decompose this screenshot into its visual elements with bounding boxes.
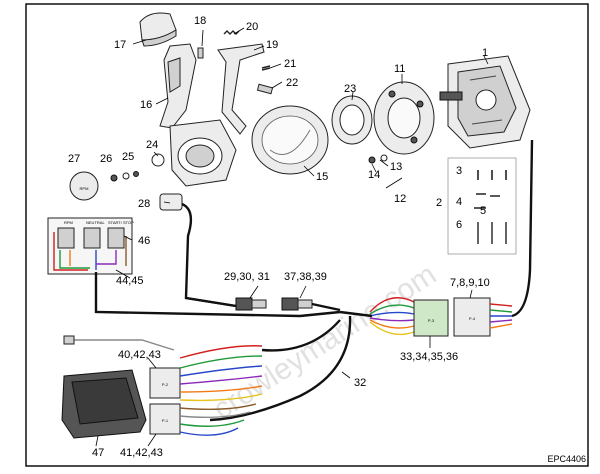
callout-24: 24 (146, 139, 158, 151)
callout-18: 18 (194, 15, 206, 27)
fastener-group (447, 157, 517, 255)
svg-text:P-1: P-1 (162, 418, 169, 423)
callout-3: 3 (456, 165, 462, 177)
connector-p3: P-3 (413, 299, 449, 337)
watermark: crowleymarine.com (207, 258, 442, 426)
bracket (217, 43, 265, 135)
callout-29-31: 29,30, 31 (224, 271, 270, 283)
svg-text:NEUTRAL: NEUTRAL (86, 220, 105, 225)
callout-2: 2 (436, 197, 442, 209)
ecu-wire-fan (179, 319, 341, 436)
svg-text:P-2: P-2 (162, 382, 169, 387)
mounting-plate (373, 81, 435, 155)
leader-lines (95, 27, 489, 447)
small-screw (368, 156, 376, 164)
svg-text:P-4: P-4 (469, 316, 476, 321)
svg-text:START/ STOP: START/ STOP (108, 220, 134, 225)
control-module (61, 369, 147, 439)
callout-13: 13 (390, 161, 402, 173)
pigtail-plug (63, 335, 75, 345)
inline-connector-b (281, 297, 341, 312)
rpm-emblem: RPM (69, 171, 99, 201)
pin (197, 47, 204, 59)
svg-text:RPM: RPM (80, 186, 89, 191)
callout-32: 32 (354, 377, 366, 389)
callout-5: 5 (480, 205, 486, 217)
callout-25: 25 (122, 151, 134, 163)
callout-27: 27 (68, 153, 80, 165)
callout-4: 4 (456, 196, 462, 208)
connector-p4: P-4 (453, 297, 491, 337)
callout-1: 1 (482, 47, 488, 59)
callout-22: 22 (286, 77, 298, 89)
connector-p2: P-2 (149, 367, 181, 399)
switch-lead (185, 296, 237, 308)
callout-16: 16 (140, 99, 152, 111)
wiring-harness-panel: RPM NEUTRAL START/ STOP (47, 217, 134, 275)
callout-6: 6 (456, 219, 462, 231)
svg-text:RPM: RPM (64, 220, 73, 225)
callout-11: 11 (394, 63, 405, 75)
pigtail-lead (72, 339, 175, 351)
main-harness-wire (94, 272, 341, 318)
svg-text:P-3: P-3 (428, 318, 435, 323)
washer (380, 154, 388, 162)
callout-12: 12 (394, 193, 406, 205)
spring (223, 30, 240, 35)
control-housing (439, 55, 531, 149)
p4-fanout (489, 139, 534, 329)
callout-20: 20 (246, 21, 258, 33)
switch-connector (159, 193, 237, 308)
callout-21: 21 (284, 58, 296, 70)
callout-46: 46 (138, 235, 150, 247)
figure-code: EPC4406 (547, 454, 586, 464)
detent-ring (331, 95, 373, 145)
callout-7-10: 7,8,9,10 (450, 277, 490, 289)
callout-15: 15 (316, 171, 328, 183)
callout-47: 47 (92, 447, 104, 459)
connector-p1: P-1 (149, 403, 181, 435)
callout-26: 26 (100, 153, 112, 165)
callout-33-36: 33,34,35,36 (400, 351, 458, 363)
callout-40-43: 40,42,43 (118, 349, 161, 361)
harness-32 (209, 315, 352, 422)
callout-28: 28 (138, 198, 150, 210)
control-knob (139, 12, 177, 47)
diagram-frame (25, 3, 589, 467)
callout-17: 17 (114, 39, 126, 51)
small-hardware (110, 153, 165, 182)
harness-fanout (339, 297, 415, 336)
callout-14: 14 (368, 169, 380, 181)
cover-plate (251, 105, 329, 175)
callout-19: 19 (266, 39, 278, 51)
callout-37-39: 37,38,39 (284, 271, 327, 283)
clip (256, 83, 274, 95)
callout-41-43: 41,42,43 (120, 447, 163, 459)
screw (261, 65, 271, 71)
control-handle (159, 43, 237, 187)
callout-44-45: 44,45 (116, 275, 144, 287)
inline-connector-a (235, 297, 267, 311)
callout-23: 23 (344, 83, 356, 95)
